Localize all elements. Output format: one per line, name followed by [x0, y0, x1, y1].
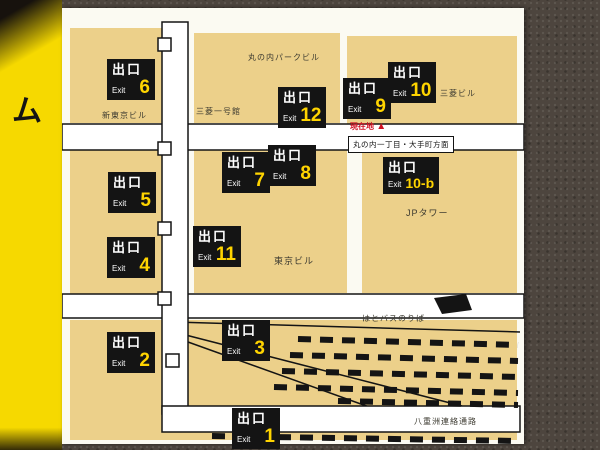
exit-kanji: 出口 — [237, 411, 268, 426]
exit-latin: Exit — [348, 105, 362, 114]
exit-kanji: 出口 — [198, 229, 229, 244]
exit-marker-5: 出口 Exit 5 — [108, 172, 156, 213]
exit-latin: Exit — [273, 172, 287, 181]
exit-number: 8 — [300, 163, 311, 184]
exit-marker-7: 出口 Exit 7 — [222, 152, 270, 193]
exit-kanji: 出口 — [227, 155, 258, 170]
exit-number: 12 — [300, 105, 322, 126]
direction-sign: 丸の内一丁目・大手町方面 — [348, 136, 454, 153]
stairs-node — [157, 141, 172, 156]
exit-kanji: 出口 — [388, 160, 419, 175]
exit-latin: Exit — [112, 359, 126, 368]
exit-number: 7 — [254, 170, 265, 191]
exit-kanji: 出口 — [273, 148, 304, 163]
exit-latin: Exit — [113, 199, 127, 208]
exit-marker-4: 出口 Exit 4 — [107, 237, 155, 278]
exit-kanji: 出口 — [348, 81, 379, 96]
stairs-node — [157, 37, 172, 52]
exit-kanji: 出口 — [393, 65, 424, 80]
current-location-label: 現在地 ▲ — [350, 121, 386, 132]
stairs-node — [165, 353, 180, 368]
exit-kanji: 出口 — [112, 335, 143, 350]
exit-kanji: 出口 — [227, 323, 258, 338]
exit-number: 1 — [264, 426, 275, 447]
underground-corridor — [161, 21, 189, 415]
label-shin-tokyo-building: 新東京ビル — [102, 111, 147, 120]
frame-shadow — [0, 0, 62, 450]
stairs-node — [157, 221, 172, 236]
exit-number: 4 — [139, 255, 150, 276]
exit-marker-3: 出口 Exit 3 — [222, 320, 270, 361]
exit-kanji: 出口 — [112, 240, 143, 255]
label-yaesu-passage: 八重洲連絡通路 — [414, 417, 477, 426]
current-location-text: 現在地 — [350, 122, 374, 131]
underground-corridor — [161, 405, 521, 433]
exit-latin: Exit — [112, 86, 126, 95]
exit-marker-6: 出口 Exit 6 — [107, 59, 155, 100]
exit-latin: Exit — [198, 253, 212, 262]
exit-number: 10-b — [405, 175, 435, 191]
exit-number: 11 — [215, 244, 236, 265]
exit-latin: Exit — [227, 347, 241, 356]
label-mitsubishi-ichigokan: 三菱一号館 — [196, 107, 241, 116]
street-line — [187, 341, 373, 409]
label-jp-tower: JPタワー — [406, 208, 449, 218]
exit-number: 2 — [139, 350, 150, 371]
exit-marker-1: 出口 Exit 1 — [232, 408, 280, 449]
exit-number: 10 — [410, 80, 432, 101]
exit-latin: Exit — [393, 89, 407, 98]
current-location-marker-icon: ▲ — [376, 121, 387, 132]
side-sign-partial-text: ム — [12, 95, 42, 128]
label-tokyo-building: 東京ビル — [274, 256, 315, 266]
exit-marker-2: 出口 Exit 2 — [107, 332, 155, 373]
exit-number: 6 — [139, 77, 150, 98]
exit-latin: Exit — [227, 179, 241, 188]
exit-latin: Exit — [112, 264, 126, 273]
label-mitsubishi-building: 三菱ビル — [440, 89, 476, 98]
exit-kanji: 出口 — [113, 175, 144, 190]
exit-marker-9: 出口 Exit 9 — [343, 78, 391, 119]
exit-number: 3 — [254, 338, 265, 359]
exit-number: 5 — [140, 190, 151, 211]
exit-marker-8: 出口 Exit 8 — [268, 145, 316, 186]
exit-latin: Exit — [283, 114, 297, 123]
exit-latin: Exit — [388, 180, 402, 189]
exit-kanji: 出口 — [283, 90, 314, 105]
display-frame: ム — [0, 0, 62, 450]
label-marunouchi-park-building: 丸の内パークビル — [248, 53, 320, 62]
landmark-silhouette — [434, 294, 472, 314]
stairs-node — [157, 291, 172, 306]
exit-latin: Exit — [237, 435, 251, 444]
exit-kanji: 出口 — [112, 62, 143, 77]
exit-number: 9 — [375, 96, 386, 117]
label-hato-bus-stop: はとバスのりば — [362, 314, 425, 323]
